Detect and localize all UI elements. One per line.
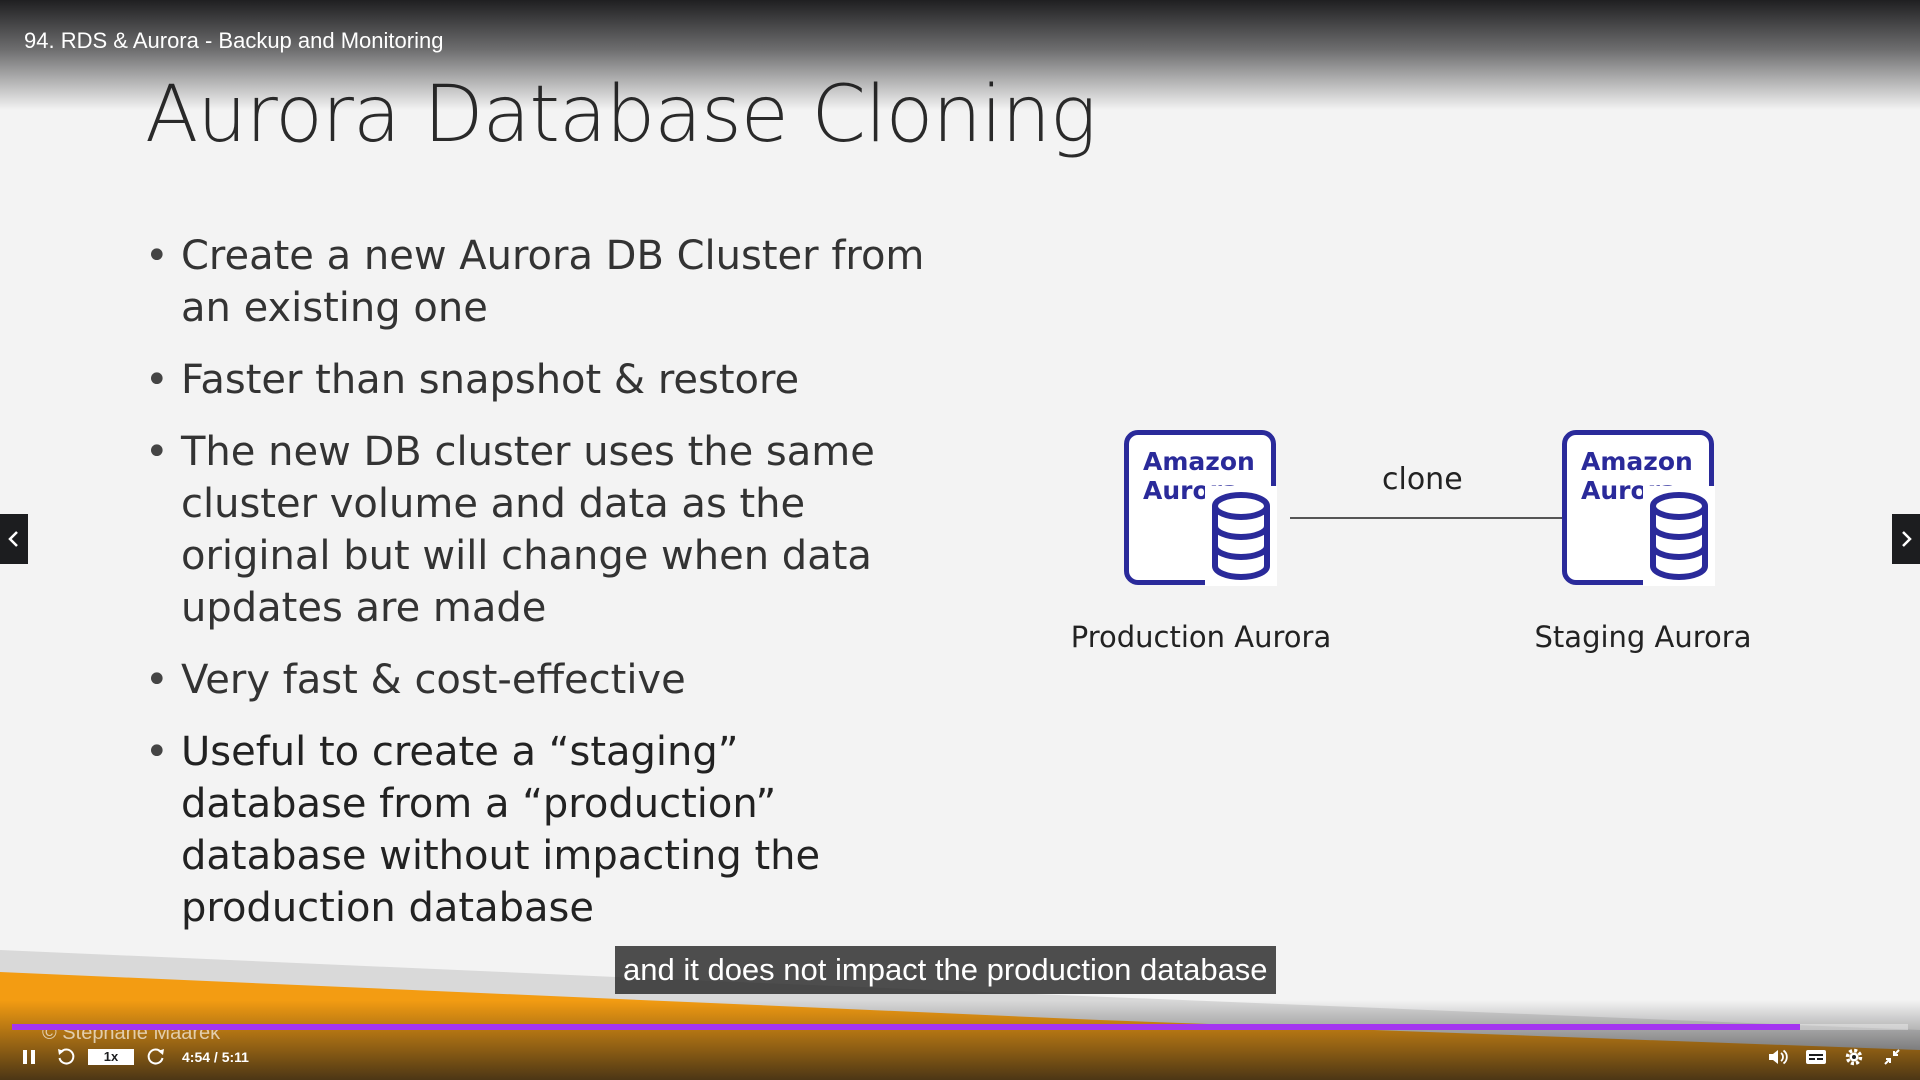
settings-button[interactable] [1840, 1040, 1868, 1074]
bullet-item: Create a new Aurora DB Cluster from an e… [145, 230, 935, 334]
progress-bar[interactable] [12, 1024, 1908, 1030]
pause-button[interactable] [18, 1040, 40, 1074]
header-overlay: 94. RDS & Aurora - Backup and Monitoring [0, 0, 1920, 110]
playback-speed-button[interactable]: 1x [88, 1049, 134, 1065]
player-controls: 1x 4:54 / 5:11 [0, 1040, 1920, 1074]
cloning-diagram: Amazon Aurora clone Amazon Aurora [1050, 400, 1790, 700]
forward-button[interactable] [144, 1040, 168, 1074]
staging-aurora-icon: Amazon Aurora [1562, 430, 1715, 586]
next-lecture-button[interactable] [1892, 514, 1920, 564]
time-display: 4:54 / 5:11 [182, 1049, 249, 1065]
chevron-right-icon [1902, 531, 1912, 547]
controls-overlay [0, 1000, 1920, 1080]
forward-5-icon [147, 1048, 164, 1065]
clone-label: clone [1382, 462, 1463, 497]
bullet-item: Very fast & cost-effective [145, 654, 935, 706]
production-aurora-caption: Production Aurora [1070, 620, 1332, 654]
bullet-item: Faster than snapshot & restore [145, 354, 935, 406]
rewind-button[interactable] [54, 1040, 78, 1074]
exit-fullscreen-icon [1884, 1049, 1900, 1065]
bullet-item: The new DB cluster uses the same cluster… [145, 426, 935, 634]
database-icon [1643, 486, 1715, 586]
video-title: 94. RDS & Aurora - Backup and Monitoring [24, 28, 444, 53]
database-icon [1205, 486, 1277, 586]
captions-icon [1806, 1050, 1826, 1064]
pause-icon [23, 1050, 35, 1064]
previous-lecture-button[interactable] [0, 514, 28, 564]
bullet-item: Useful to create a “staging” database fr… [145, 726, 935, 934]
gear-icon [1845, 1048, 1863, 1066]
production-aurora-icon: Amazon Aurora [1124, 430, 1277, 586]
captions-button[interactable] [1802, 1040, 1830, 1074]
volume-icon [1769, 1049, 1788, 1065]
subtitle-caption: and it does not impact the production da… [615, 946, 1276, 994]
progress-bar-fill [12, 1024, 1800, 1030]
bullet-list: Create a new Aurora DB Cluster from an e… [145, 230, 935, 954]
volume-button[interactable] [1764, 1040, 1792, 1074]
exit-fullscreen-button[interactable] [1878, 1040, 1906, 1074]
chevron-left-icon [8, 531, 18, 547]
rewind-5-icon [58, 1048, 75, 1065]
staging-aurora-caption: Staging Aurora [1534, 620, 1752, 654]
